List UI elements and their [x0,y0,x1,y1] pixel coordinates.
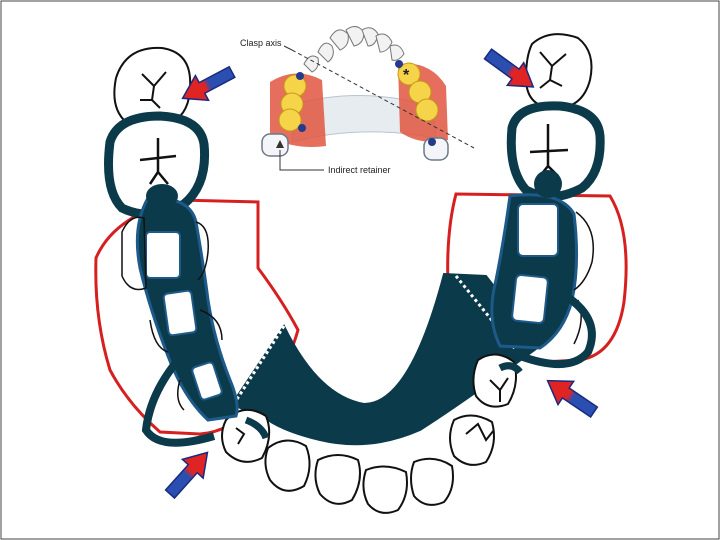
finish-line-left [228,325,286,411]
inset-posterior-teeth-left [278,74,307,132]
underlying-tooth-left-2 [195,221,209,281]
tooth-fissure-premolar-left [235,427,246,445]
saddle-outline-left [94,198,300,436]
inset-reference-figure: * Clasp axis Indirect retainer [240,26,475,175]
tooth-icon [145,231,181,279]
underlying-tooth-left-4 [199,309,223,341]
clasp-arm-right [518,292,596,369]
rest-premolar-right [498,362,523,375]
clasped-molar-left [104,111,210,219]
tooth-icon [362,465,408,514]
rest-right [534,170,562,198]
tooth-icon [517,203,559,257]
arrow-icon [158,442,219,505]
rest-premolar-left [244,416,270,440]
tooth-icon [511,273,549,325]
clasp-axis-label: Clasp axis [240,38,282,48]
major-connector [230,272,542,446]
molar-fissure-upper-right [539,51,567,89]
underlying-tooth-left-3 [149,319,169,353]
indirect-retainer-label: Indirect retainer [328,165,391,175]
inset-asterisk: * [403,67,410,84]
molar-upper-right [524,33,593,110]
indirect-retainer-leader [279,150,324,171]
inset-rest-right-2 [428,138,436,146]
anterior-teeth [221,353,517,514]
inset-anterior-teeth [303,26,405,73]
underlying-tooth-left-1 [121,216,147,291]
inset-rest-left [296,72,304,80]
tooth-icon [449,414,495,466]
artificial-teeth-right [511,203,559,325]
tooth-fissure-premolar-right [489,377,509,402]
underlying-tooth-right-1 [573,211,594,291]
indirect-retainer-pointer [276,140,284,148]
underlying-tooth-left-5 [177,379,185,411]
tooth-fissure-lower-right [465,422,495,442]
arrow-icon [538,368,603,425]
rest-left [146,184,178,208]
molar-fissure-upper-left [140,71,167,109]
inset-rest-right [395,60,403,68]
molar-fissure-clasped-left [139,138,177,185]
inset-rest-left-2 [298,124,306,132]
clasp-axis-leader [283,45,293,51]
tooth-icon [191,361,223,401]
tooth-icon [410,457,454,506]
tooth-icon [162,289,198,337]
artificial-teeth-left [145,231,223,401]
inset-posterior-teeth-right [397,62,439,122]
tooth-icon [314,454,361,505]
clasp-arm-left [141,357,216,447]
tooth-icon [264,439,311,492]
